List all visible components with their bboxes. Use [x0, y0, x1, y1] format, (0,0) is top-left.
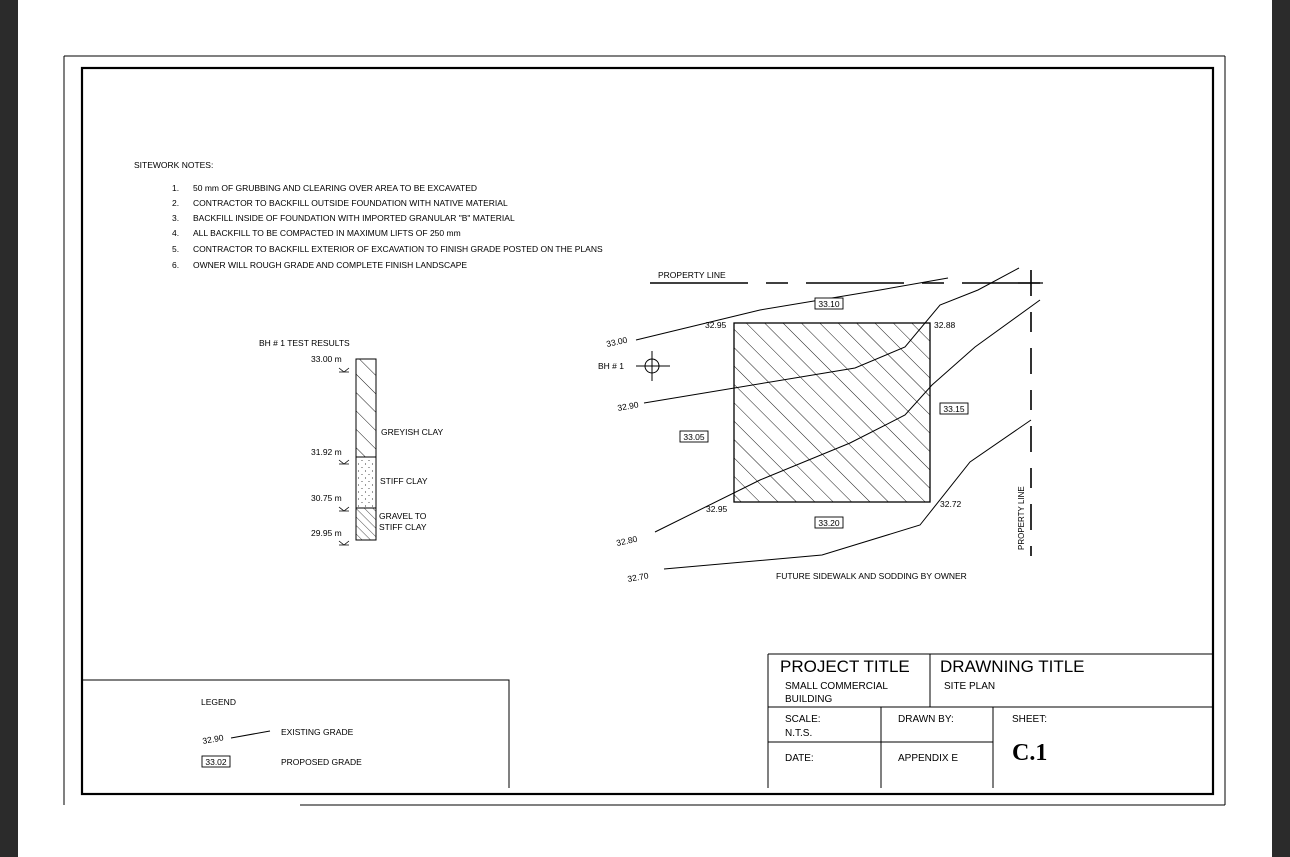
existing-grade-32-90: 32.90 — [617, 399, 640, 413]
proposed-grade-bottom: 33.20 — [814, 516, 844, 529]
borehole-label: BH # 1 — [598, 361, 624, 371]
property-line-label-top: PROPERTY LINE — [658, 270, 726, 280]
legend-proposed-box — [201, 755, 231, 768]
layer-stiff-clay — [355, 456, 377, 509]
project-name-line1: SMALL COMMERCIAL — [785, 681, 888, 692]
building-footprint — [733, 322, 931, 503]
legend-existing-label: EXISTING GRADE — [281, 727, 354, 737]
project-title-label: PROJECT TITLE — [780, 657, 910, 676]
layer-greyish-clay — [355, 358, 377, 458]
sidewalk-note: FUTURE SIDEWALK AND SODDING BY OWNER — [776, 571, 967, 581]
existing-grade-32-70: 32.70 — [627, 570, 650, 584]
sitework-notes: SITEWORK NOTES: 1. 50 mm OF GRUBBING AND… — [134, 160, 603, 270]
level-marker-icon — [338, 367, 350, 373]
level-marker-icon — [338, 506, 350, 512]
legend-existing-value: 32.90 — [202, 732, 225, 746]
sitework-note-1: 1. 50 mm OF GRUBBING AND CLEARING OVER A… — [172, 183, 477, 193]
svg-text:2.: 2. — [172, 198, 179, 208]
project-name-line2: BUILDING — [785, 694, 832, 705]
sitework-note-5: 5. CONTRACTOR TO BACKFILL EXTERIOR OF EX… — [172, 244, 603, 254]
level-30-75: 30.75 m — [311, 493, 342, 503]
svg-text:CONTRACTOR TO BACKFILL EXTERIO: CONTRACTOR TO BACKFILL EXTERIOR OF EXCAV… — [193, 244, 603, 254]
sheet-label: SHEET: — [1012, 714, 1047, 725]
legend-proposed-label: PROPOSED GRADE — [281, 757, 362, 767]
sheet-number: C.1 — [1012, 740, 1047, 766]
corner-grade-top-left: 32.95 — [705, 320, 727, 330]
sitework-note-6: 6. OWNER WILL ROUGH GRADE AND COMPLETE F… — [172, 260, 467, 270]
svg-text:33.10: 33.10 — [818, 299, 840, 309]
svg-text:CONTRACTOR TO BACKFILL OUTSIDE: CONTRACTOR TO BACKFILL OUTSIDE FOUNDATIO… — [193, 198, 508, 208]
borehole-title: BH # 1 TEST RESULTS — [259, 338, 350, 348]
borehole-symbol-icon — [636, 351, 670, 381]
svg-text:50 mm OF GRUBBING AND CLEARING: 50 mm OF GRUBBING AND CLEARING OVER AREA… — [193, 183, 477, 193]
existing-grade-32-80: 32.80 — [615, 534, 638, 548]
legend-existing-line — [230, 730, 271, 739]
existing-grade-33-00: 33.00 — [605, 335, 628, 349]
sitework-note-3: 3. BACKFILL INSIDE OF FOUNDATION WITH IM… — [172, 213, 515, 223]
corner-grade-top-right: 32.88 — [934, 320, 956, 330]
layer-label-gravel: GRAVEL TO — [379, 511, 427, 521]
svg-text:33.20: 33.20 — [818, 518, 840, 528]
corner-grade-bottom-right: 32.72 — [940, 499, 962, 509]
svg-text:OWNER WILL ROUGH GRADE AND COM: OWNER WILL ROUGH GRADE AND COMPLETE FINI… — [193, 260, 467, 270]
svg-text:4.: 4. — [172, 228, 179, 238]
svg-text:BACKFILL INSIDE OF FOUNDATION: BACKFILL INSIDE OF FOUNDATION WITH IMPOR… — [193, 213, 515, 223]
corner-grade-bottom-left: 32.95 — [706, 504, 728, 514]
drawing-name: SITE PLAN — [944, 681, 995, 692]
sheet-frame — [63, 55, 1226, 806]
svg-text:5.: 5. — [172, 244, 179, 254]
drawn-by-label: DRAWN BY: — [898, 714, 954, 725]
sitework-heading: SITEWORK NOTES: — [134, 160, 213, 170]
level-31-92: 31.92 m — [311, 447, 342, 457]
drawing-title-label: DRAWNING TITLE — [940, 657, 1085, 676]
svg-text:6.: 6. — [172, 260, 179, 270]
appendix-label: APPENDIX E — [898, 753, 958, 764]
proposed-grade-right: 33.15 — [939, 402, 969, 415]
level-marker-icon — [338, 459, 350, 465]
svg-text:3.: 3. — [172, 213, 179, 223]
sitework-note-4: 4. ALL BACKFILL TO BE COMPACTED IN MAXIM… — [172, 228, 461, 238]
layer-gravel — [355, 507, 377, 541]
title-block: PROJECT TITLE SMALL COMMERCIAL BUILDING … — [767, 653, 1213, 788]
level-33-00: 33.00 m — [311, 354, 342, 364]
scale-label: SCALE: — [785, 714, 821, 725]
date-label: DATE: — [785, 753, 814, 764]
layer-label-greyish-clay: GREYISH CLAY — [381, 427, 444, 437]
svg-text:ALL BACKFILL TO BE COMPACTED I: ALL BACKFILL TO BE COMPACTED IN MAXIMUM … — [193, 228, 461, 238]
property-line-label-right: PROPERTY LINE — [1017, 486, 1026, 550]
site-plan: PROPERTY LINE PROPERTY LINE BH # 1 33.00… — [598, 267, 1043, 584]
svg-text:1.: 1. — [172, 183, 179, 193]
left-edge-band — [0, 0, 18, 857]
svg-text:33.05: 33.05 — [683, 432, 705, 442]
sitework-note-2: 2. CONTRACTOR TO BACKFILL OUTSIDE FOUNDA… — [172, 198, 508, 208]
proposed-grade-left: 33.05 — [679, 430, 709, 443]
contour-32-70 — [663, 419, 1032, 570]
right-edge-band — [1272, 0, 1290, 857]
legend-proposed-value: 33.02 — [205, 757, 227, 767]
layer-label-stiff-clay: STIFF CLAY — [380, 476, 428, 486]
legend-title: LEGEND — [201, 697, 236, 707]
level-29-95: 29.95 m — [311, 528, 342, 538]
scale-value: N.T.S. — [785, 728, 812, 739]
svg-text:33.15: 33.15 — [943, 404, 965, 414]
borehole-log: BH # 1 TEST RESULTS 33.00 m 31.92 m 30.7… — [259, 338, 444, 546]
legend: LEGEND 32.90 EXISTING GRADE 33.02 PROPOS… — [82, 679, 510, 788]
layer-label-stiff-clay-2: STIFF CLAY — [379, 522, 427, 532]
level-marker-icon — [338, 540, 350, 546]
proposed-grade-top: 33.10 — [814, 297, 844, 310]
